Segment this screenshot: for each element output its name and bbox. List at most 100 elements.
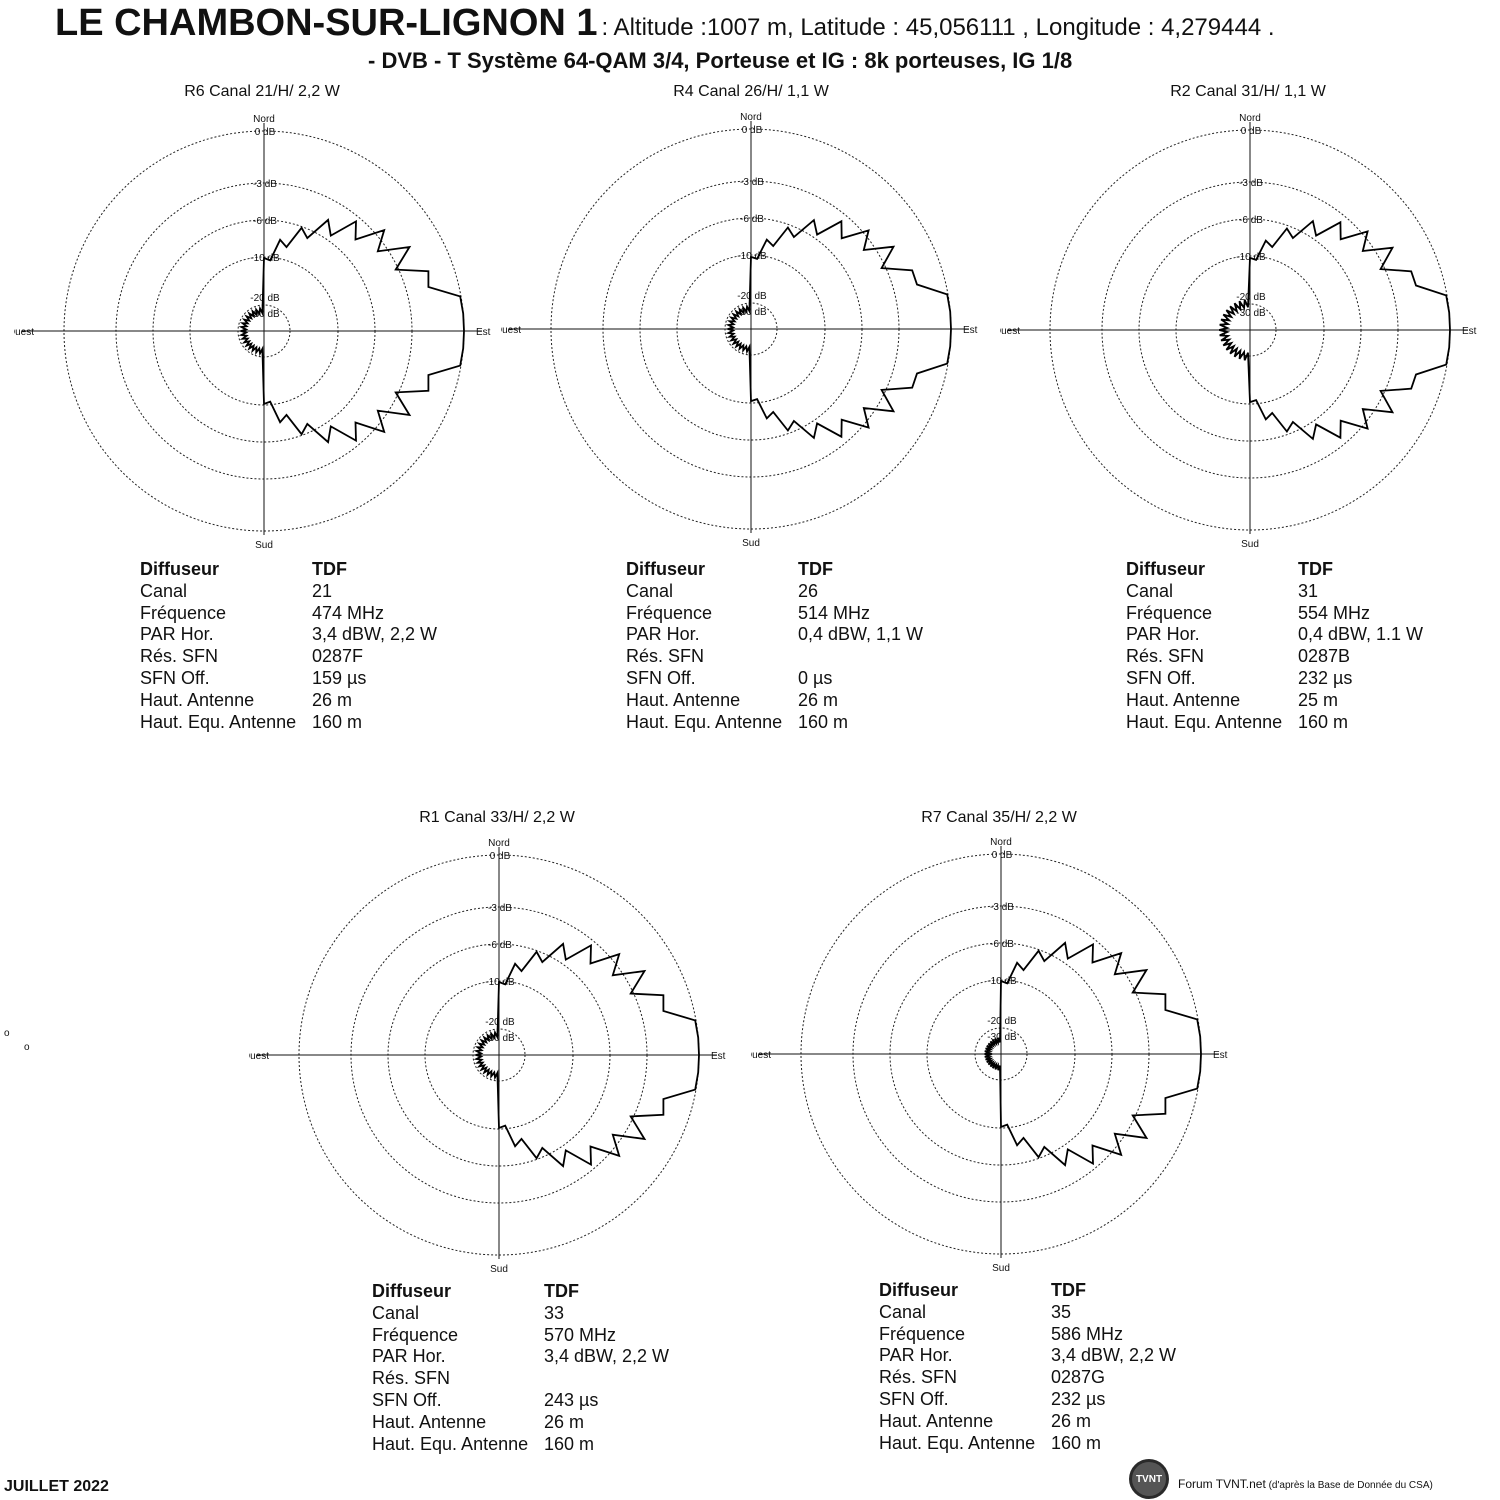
- info-key: Haut. Equ. Antenne: [879, 1432, 1036, 1453]
- ring-db-label: -30 dB: [485, 1033, 515, 1044]
- info-key: Diffuseur: [879, 1280, 959, 1300]
- info-value: 35: [1051, 1301, 1072, 1322]
- ring-db-label: -3 dB: [253, 179, 277, 190]
- info-value: TDF: [312, 559, 347, 579]
- south-label: Sud: [742, 538, 760, 549]
- info-value: 0 µs: [798, 667, 833, 688]
- footer-credit-link[interactable]: Forum TVNT.net: [1178, 1477, 1266, 1491]
- west-label: Ouest: [1000, 326, 1020, 337]
- info-value: 26 m: [1051, 1410, 1092, 1431]
- plot-title: R2 Canal 31/H/ 1,1 W: [1170, 83, 1326, 100]
- radiation-pattern: [1218, 219, 1451, 441]
- info-value: 26 m: [312, 689, 353, 710]
- info-key: SFN Off.: [626, 667, 696, 688]
- south-label: Sud: [992, 1263, 1010, 1274]
- info-key: Diffuseur: [626, 559, 706, 579]
- footer-credit[interactable]: Forum TVNT.net (d'après la Base de Donné…: [1178, 1477, 1433, 1491]
- info-value: 33: [544, 1302, 565, 1323]
- info-value: 3,4 dBW, 2,2 W: [312, 624, 438, 645]
- north-label: Nord: [990, 837, 1012, 848]
- ring-db-label: -20 dB: [737, 291, 767, 302]
- info-value: 26 m: [798, 689, 839, 710]
- ring-db-label: -6 dB: [253, 216, 277, 227]
- info-key: Haut. Equ. Antenne: [372, 1433, 529, 1454]
- info-key: Haut. Antenne: [140, 689, 255, 710]
- info-key: PAR Hor.: [626, 624, 700, 645]
- ring-db-label: -3 dB: [488, 903, 512, 914]
- info-key: Diffuseur: [140, 559, 220, 579]
- south-label: Sud: [490, 1264, 508, 1275]
- station-coordinates: : Altitude :1007 m, Latitude : 45,056111…: [601, 14, 1275, 41]
- info-key: Rés. SFN: [140, 646, 219, 667]
- info-key: Haut. Equ. Antenne: [626, 711, 783, 732]
- info-key: PAR Hor.: [140, 624, 214, 645]
- polar-diagram: NordSudEstOuest0 dB-3 dB-6 dB-10 dB-20 d…: [14, 114, 491, 551]
- ring-db-label: -20 dB: [987, 1016, 1017, 1027]
- info-key: Haut. Antenne: [372, 1411, 487, 1432]
- radiation-pattern: [238, 218, 465, 444]
- info-key: Canal: [372, 1302, 420, 1323]
- info-value: TDF: [1298, 559, 1333, 579]
- east-label: Est: [1213, 1050, 1228, 1061]
- info-key: Diffuseur: [372, 1281, 452, 1301]
- radiation-pattern: [473, 942, 700, 1168]
- ring-db-label: -6 dB: [990, 939, 1014, 950]
- east-label: Est: [963, 325, 978, 336]
- ring-db-label: -20 dB: [485, 1017, 515, 1028]
- ring-db-label: -30 dB: [1236, 308, 1266, 319]
- plot-title: R4 Canal 26/H/ 1,1 W: [673, 83, 829, 100]
- info-value: 31: [1298, 580, 1319, 601]
- info-key: Canal: [140, 580, 188, 601]
- west-label: Ouest: [249, 1051, 269, 1062]
- info-key: PAR Hor.: [1126, 624, 1200, 645]
- ring-db-label: -30 dB: [987, 1032, 1017, 1043]
- info-value: 474 MHz: [312, 602, 385, 623]
- info-key: Haut. Antenne: [879, 1410, 994, 1431]
- info-value: 0287F: [312, 646, 364, 667]
- west-label: Ouest: [751, 1050, 771, 1061]
- station-name: LE CHAMBON-SUR-LIGNON 1: [55, 2, 598, 44]
- info-key: Fréquence: [372, 1324, 459, 1345]
- ring-db-label: 0 dB: [992, 850, 1013, 861]
- info-value: TDF: [798, 559, 833, 579]
- info-value: 0,4 dBW, 1.1 W: [1298, 624, 1424, 645]
- polar-diagram: NordSudEstOuest0 dB-3 dB-6 dB-10 dB-20 d…: [751, 837, 1228, 1274]
- stray-mark: o: [24, 1042, 30, 1053]
- info-key: Diffuseur: [1126, 559, 1206, 579]
- info-value: 159 µs: [312, 667, 367, 688]
- info-value: 160 m: [544, 1433, 595, 1454]
- page-subtitle: - DVB - T Système 64-QAM 3/4, Porteuse e…: [368, 48, 1073, 73]
- info-value: 243 µs: [544, 1389, 599, 1410]
- info-value: 160 m: [798, 711, 849, 732]
- plot-title: R7 Canal 35/H/ 2,2 W: [921, 809, 1077, 826]
- info-value: TDF: [1051, 1280, 1086, 1300]
- polar-diagram: NordSudEstOuest0 dB-3 dB-6 dB-10 dB-20 d…: [501, 112, 978, 549]
- info-key: Fréquence: [140, 602, 227, 623]
- polar-diagram: NordSudEstOuest0 dB-3 dB-6 dB-10 dB-20 d…: [1000, 113, 1477, 550]
- info-key: Rés. SFN: [626, 646, 705, 667]
- info-value: 586 MHz: [1051, 1323, 1124, 1344]
- ring-db-label: 0 dB: [490, 851, 511, 862]
- south-label: Sud: [1241, 539, 1259, 550]
- info-key: Fréquence: [1126, 602, 1213, 623]
- info-key: Haut. Antenne: [1126, 689, 1241, 710]
- ring-db-label: -3 dB: [990, 902, 1014, 913]
- radiation-pattern: [984, 941, 1202, 1167]
- ring-db-label: -30 dB: [250, 309, 280, 320]
- ring-db-label: -6 dB: [1239, 215, 1263, 226]
- north-label: Nord: [740, 112, 762, 123]
- footer-date: JUILLET 2022: [4, 1478, 109, 1495]
- plot-title: R6 Canal 21/H/ 2,2 W: [184, 83, 340, 100]
- ring-db-label: -20 dB: [1236, 292, 1266, 303]
- north-label: Nord: [488, 838, 510, 849]
- info-key: Rés. SFN: [1126, 646, 1205, 667]
- ring-db-label: -6 dB: [488, 940, 512, 951]
- info-value: 554 MHz: [1298, 602, 1371, 623]
- info-key: Fréquence: [879, 1323, 966, 1344]
- north-label: Nord: [253, 114, 275, 125]
- page-title: LE CHAMBON-SUR-LIGNON 1: Altitude :1007 …: [55, 2, 1275, 45]
